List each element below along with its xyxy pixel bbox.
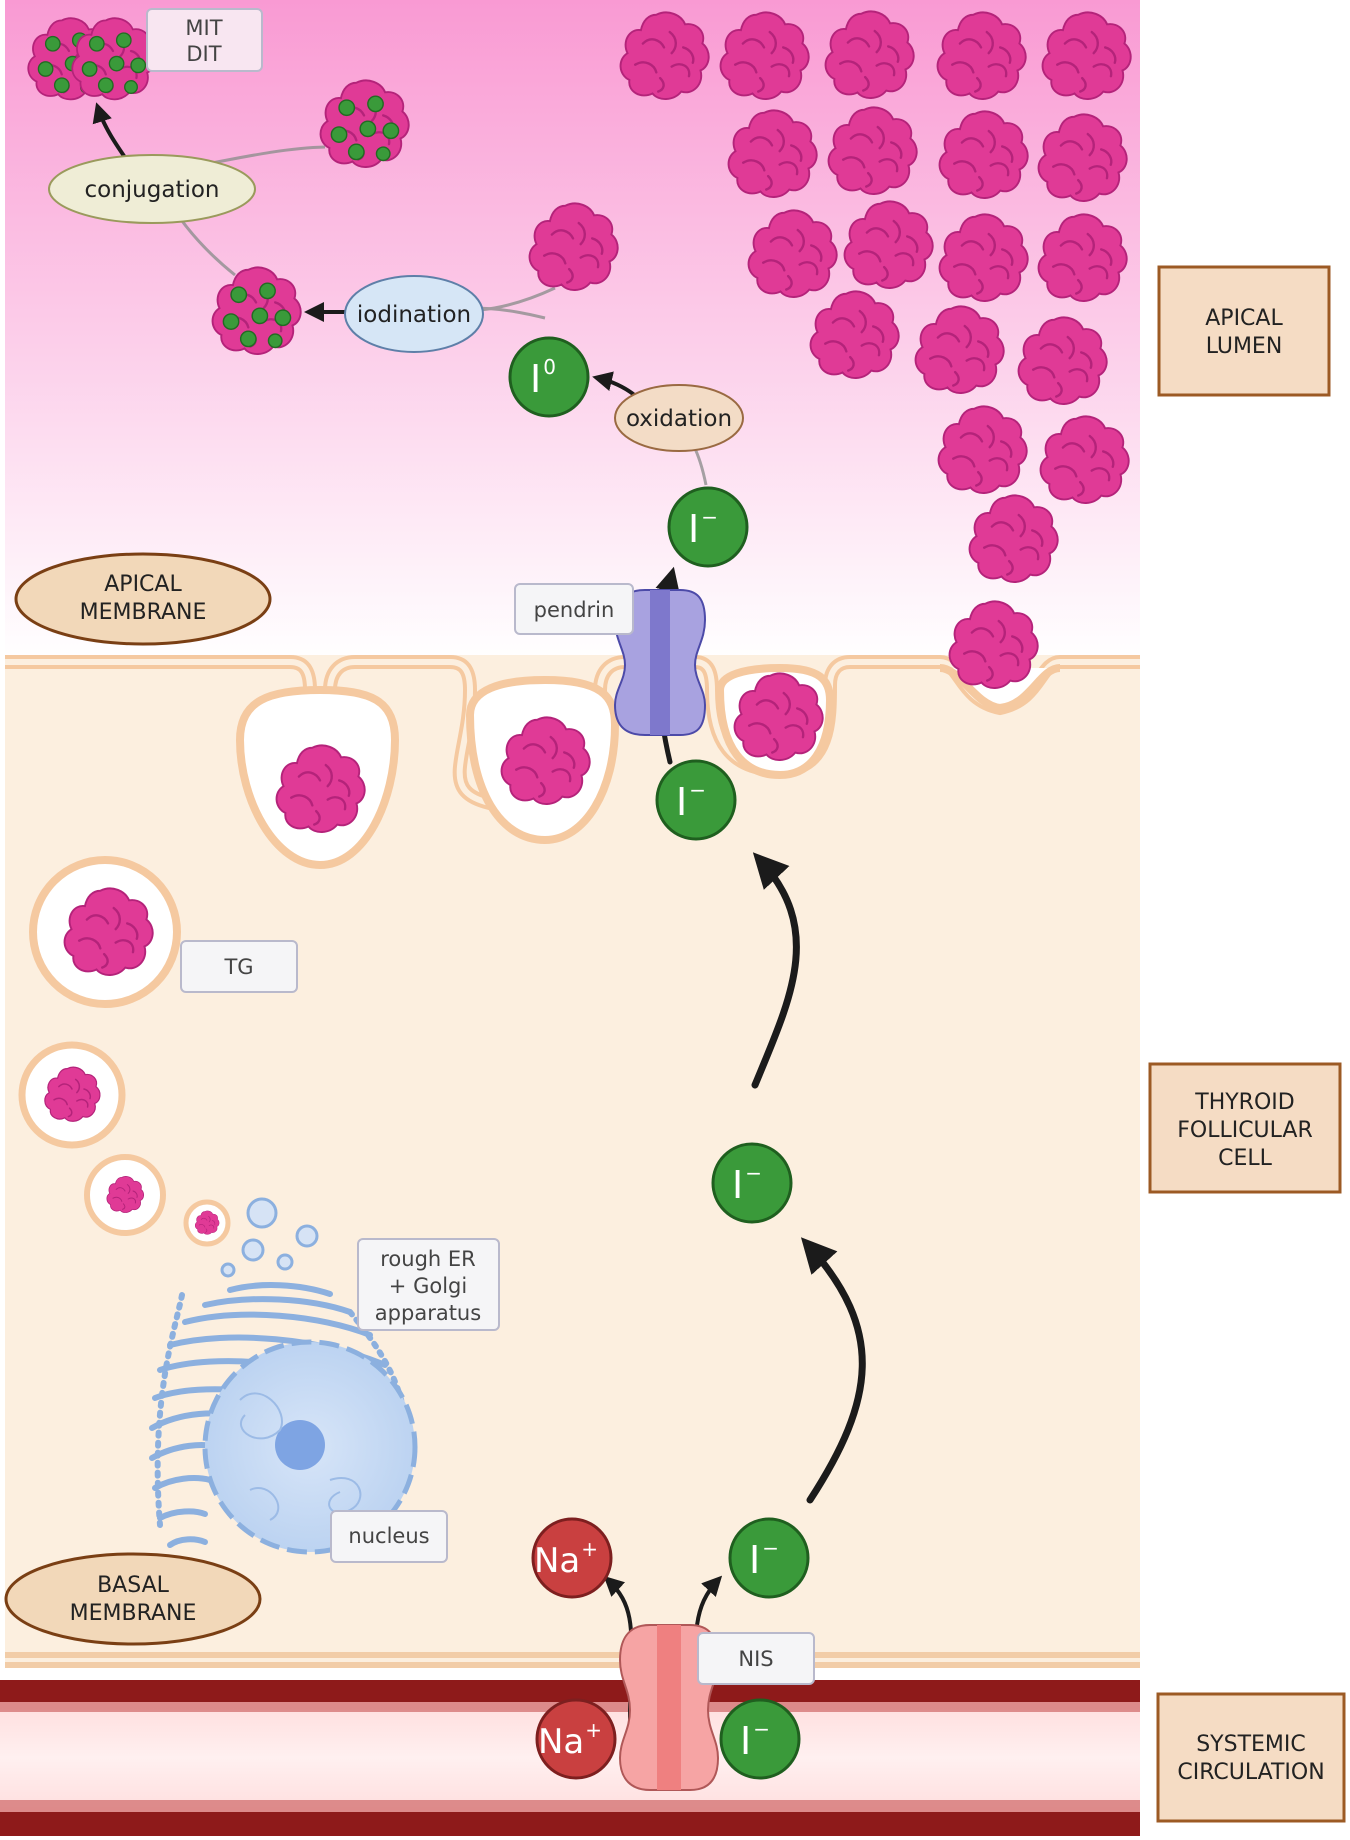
svg-text:iodination: iodination bbox=[357, 302, 471, 328]
svg-text:LUMEN: LUMEN bbox=[1206, 334, 1283, 359]
svg-text:NIS: NIS bbox=[738, 1647, 773, 1671]
arrow-cytoplasm-lower bbox=[800, 1237, 866, 1504]
svg-text:MIT: MIT bbox=[185, 16, 222, 40]
pendrin-transporter[interactable] bbox=[613, 589, 707, 736]
ion-iodide-lumen: I− bbox=[667, 486, 749, 568]
oxidation-label: oxidation bbox=[614, 384, 744, 452]
ion-sodium-cell: Na+ bbox=[531, 1517, 613, 1599]
basal-membrane-label: BASAL MEMBRANE bbox=[4, 1552, 262, 1646]
ion-iodide-blood: I− bbox=[719, 1698, 801, 1780]
svg-text:I−: I− bbox=[740, 1717, 770, 1763]
apical-membrane-label: APICAL MEMBRANE bbox=[14, 552, 272, 646]
svg-text:I0: I0 bbox=[530, 355, 556, 401]
ion-sodium-blood: Na+ bbox=[535, 1698, 617, 1780]
arrow-cytoplasm-upper bbox=[751, 852, 800, 1089]
ion-iodide-apical: I− bbox=[655, 759, 737, 841]
svg-text:pendrin: pendrin bbox=[534, 598, 615, 622]
mit-dit-callout: MIT DIT bbox=[146, 8, 263, 72]
svg-text:Na+: Na+ bbox=[534, 1537, 598, 1581]
svg-text:I−: I− bbox=[749, 1536, 779, 1582]
svg-text:FOLLICULAR: FOLLICULAR bbox=[1177, 1118, 1313, 1143]
svg-text:conjugation: conjugation bbox=[84, 177, 219, 203]
svg-text:+ Golgi: + Golgi bbox=[389, 1274, 467, 1298]
ion-iodide-basal: I− bbox=[728, 1517, 810, 1599]
svg-text:APICAL: APICAL bbox=[104, 572, 182, 597]
svg-text:I−: I− bbox=[676, 778, 706, 824]
svg-text:MEMBRANE: MEMBRANE bbox=[80, 600, 207, 625]
svg-text:CIRCULATION: CIRCULATION bbox=[1177, 1760, 1324, 1785]
svg-text:oxidation: oxidation bbox=[626, 406, 732, 432]
region-apical-lumen: APICAL LUMEN bbox=[1157, 265, 1331, 397]
svg-text:apparatus: apparatus bbox=[375, 1301, 481, 1325]
rough-er-golgi-callout: rough ER + Golgi apparatus bbox=[357, 1238, 500, 1331]
svg-text:SYSTEMIC: SYSTEMIC bbox=[1196, 1732, 1306, 1757]
svg-text:I−: I− bbox=[688, 505, 718, 551]
nis-transporter[interactable] bbox=[618, 1624, 720, 1791]
nucleus-callout: nucleus bbox=[330, 1510, 448, 1563]
pendrin-callout: pendrin bbox=[514, 583, 634, 635]
nucleus bbox=[202, 1339, 418, 1555]
svg-text:MEMBRANE: MEMBRANE bbox=[70, 1601, 197, 1626]
svg-text:nucleus: nucleus bbox=[348, 1524, 429, 1548]
svg-text:APICAL: APICAL bbox=[1205, 306, 1283, 331]
svg-text:CELL: CELL bbox=[1218, 1146, 1273, 1171]
iodination-label: iodination bbox=[344, 275, 484, 353]
svg-text:I−: I− bbox=[732, 1161, 762, 1207]
region-thyroid-follicular-cell: THYROID FOLLICULAR CELL bbox=[1148, 1062, 1342, 1194]
nis-callout: NIS bbox=[697, 1632, 815, 1685]
svg-text:TG: TG bbox=[223, 955, 253, 979]
region-systemic-circulation: SYSTEMIC CIRCULATION bbox=[1156, 1692, 1346, 1823]
svg-text:THYROID: THYROID bbox=[1194, 1090, 1294, 1115]
tg-vesicles bbox=[18, 856, 231, 1247]
svg-text:DIT: DIT bbox=[186, 42, 221, 66]
svg-text:Na+: Na+ bbox=[538, 1718, 602, 1762]
conjugation-label: conjugation bbox=[48, 154, 256, 224]
svg-text:rough ER: rough ER bbox=[380, 1247, 476, 1271]
svg-text:BASAL: BASAL bbox=[97, 1573, 170, 1598]
ion-iodide-cytoplasm: I− bbox=[711, 1142, 793, 1224]
tg-callout: TG bbox=[180, 940, 298, 993]
